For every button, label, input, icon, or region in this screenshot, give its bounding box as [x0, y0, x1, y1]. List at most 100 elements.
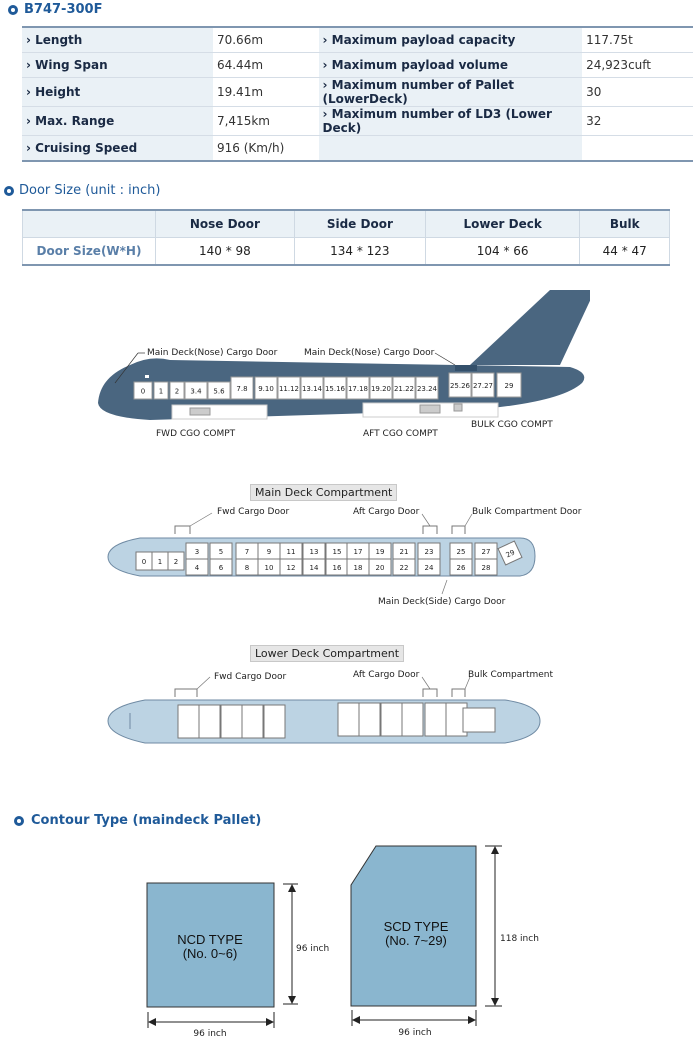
- label-nose-door: Main Deck(Nose) Cargo Door: [147, 348, 278, 358]
- main-bottom-slot-label: 8: [245, 564, 249, 572]
- side-slot-label: 7.8: [236, 385, 247, 393]
- lower-aft-slot-box: [337, 702, 360, 737]
- scd-width-arrow-right: [468, 1016, 476, 1024]
- spec-label-text: Maximum payload volume: [331, 58, 508, 72]
- main-front-slot-label: 2: [174, 558, 178, 566]
- arrow-icon: ›: [322, 58, 332, 72]
- spec-value: 70.66m: [212, 26, 319, 53]
- lower-fwd-slot-box: [177, 704, 200, 739]
- side-slot-box: [323, 376, 347, 400]
- spec-label: › Maximum payload volume: [318, 52, 583, 78]
- scd-width-arrow-left: [352, 1016, 360, 1024]
- main-top-slot-label: 25: [457, 548, 466, 556]
- tail-fin: [470, 290, 590, 365]
- scd-label-2: (No. 7~29): [385, 933, 447, 948]
- ncd-height-arrow-bottom: [288, 996, 296, 1004]
- spec-label: [318, 135, 583, 162]
- door-bullet-icon: [4, 186, 14, 196]
- spec-value: 916 (Km/h): [212, 135, 319, 162]
- spec-label-text: Maximum number of LD3 (Lower Deck): [322, 107, 552, 135]
- main-bottom-slot-box: [279, 558, 303, 576]
- side-slot-label: 19.20: [371, 385, 391, 393]
- spec-label: › Max. Range: [22, 106, 213, 136]
- side-slot-label: 5.6: [213, 388, 225, 396]
- spec-label-text: Cruising Speed: [35, 141, 138, 155]
- side-slot-label: 11.12: [279, 385, 299, 393]
- label-nose-door-2: Main Deck(Nose) Cargo Door: [304, 348, 435, 358]
- lower-aft-door-leader: [421, 676, 431, 690]
- door-row-label: Door Size(W*H): [22, 237, 156, 266]
- lower-fwd-slot-box: [241, 704, 264, 739]
- lower-fwd-door-leader: [196, 676, 211, 690]
- upper-deck: [115, 360, 150, 380]
- spec-label: › Height: [22, 77, 213, 107]
- ncd-height-label: 96 inch: [296, 944, 329, 954]
- main-bottom-slot-label: 4: [195, 564, 200, 572]
- side-slot-box: [169, 381, 185, 400]
- door-value-side: 134 * 123: [293, 237, 426, 266]
- side-slot-box: [369, 376, 393, 400]
- side-slot-label: 25.26: [450, 382, 471, 390]
- lower-aft-slot-box: [401, 702, 424, 737]
- lower-fwd-slot-box: [198, 704, 221, 739]
- main-top-slot-label: 9: [267, 548, 271, 556]
- side-slot-box: [230, 376, 254, 400]
- spec-value: 64.44m: [212, 52, 319, 78]
- side-slot-box: [392, 376, 416, 400]
- main-top-slot-label: 5: [219, 548, 223, 556]
- door-hump: [455, 365, 477, 371]
- main-top-slot-label: 17: [354, 548, 363, 556]
- main-bottom-slot-label: 18: [354, 564, 363, 572]
- lower-fwd-slot-box: [263, 704, 286, 739]
- side-slot-label: 17.18: [348, 385, 368, 393]
- spec-value: 24,923cuft: [582, 52, 693, 78]
- nose2-leader: [434, 352, 456, 366]
- scd-width-label: 96 inch: [398, 1028, 431, 1038]
- main-top-slot-label: 15: [333, 548, 342, 556]
- side-slot-box: [207, 381, 231, 400]
- spec-label-text: Wing Span: [35, 58, 108, 72]
- lower-aft-slot-box: [380, 702, 403, 737]
- main-bottom-slot-box: [449, 558, 473, 576]
- side-slot-box: [133, 381, 153, 400]
- side-slot-box: [254, 376, 278, 400]
- side-slot-box: [496, 372, 522, 398]
- main-bottom-slot-box: [185, 558, 209, 576]
- label-bulk-compt: BULK CGO COMPT: [471, 420, 553, 430]
- main-top-slot-label: 19: [376, 548, 385, 556]
- spec-value: 30: [582, 77, 693, 107]
- lower-fwd-slot-box: [220, 704, 243, 739]
- label-bulk-door: Bulk Compartment Door: [472, 507, 582, 517]
- main-top-slot-label: 3: [195, 548, 199, 556]
- fwd-door-leader: [189, 512, 213, 527]
- bulk-door-marker: [451, 525, 466, 534]
- main-bottom-slot-label: 28: [482, 564, 491, 572]
- bulk-lower-detail: [453, 403, 463, 412]
- main-bottom-slot-label: 20: [376, 564, 385, 572]
- contour-diagram: NCD TYPE (No. 0~6) 96 inch 96 inch SCD T…: [146, 845, 539, 1039]
- lower-bulk-slot-box: [462, 707, 496, 733]
- label-lower-aft-door: Aft Cargo Door: [353, 670, 420, 680]
- side-slot-box: [184, 381, 208, 400]
- contour-title: Contour Type (maindeck Pallet): [31, 813, 262, 828]
- contour-bullet-icon: [14, 816, 24, 826]
- page-title: B747-300F: [24, 2, 103, 17]
- main-bottom-slot-label: 12: [287, 564, 296, 572]
- door-size-table: Nose Door Side Door Lower Deck Bulk Door…: [22, 209, 670, 266]
- main-top-slot-label: 23: [425, 548, 434, 556]
- label-side-door: Main Deck(Side) Cargo Door: [378, 597, 506, 607]
- door-value-nose: 140 * 98: [155, 237, 295, 266]
- main-bottom-slot-box: [417, 558, 441, 576]
- main-top-slot-label: 11: [287, 548, 296, 556]
- main-bottom-slot-box: [474, 558, 498, 576]
- main-tail-slot-label: 29: [505, 548, 516, 559]
- spec-label-text: Maximum number of Pallet (LowerDeck): [322, 78, 514, 106]
- door-header-bulk: Bulk: [579, 209, 670, 238]
- arrow-icon: ›: [26, 58, 36, 72]
